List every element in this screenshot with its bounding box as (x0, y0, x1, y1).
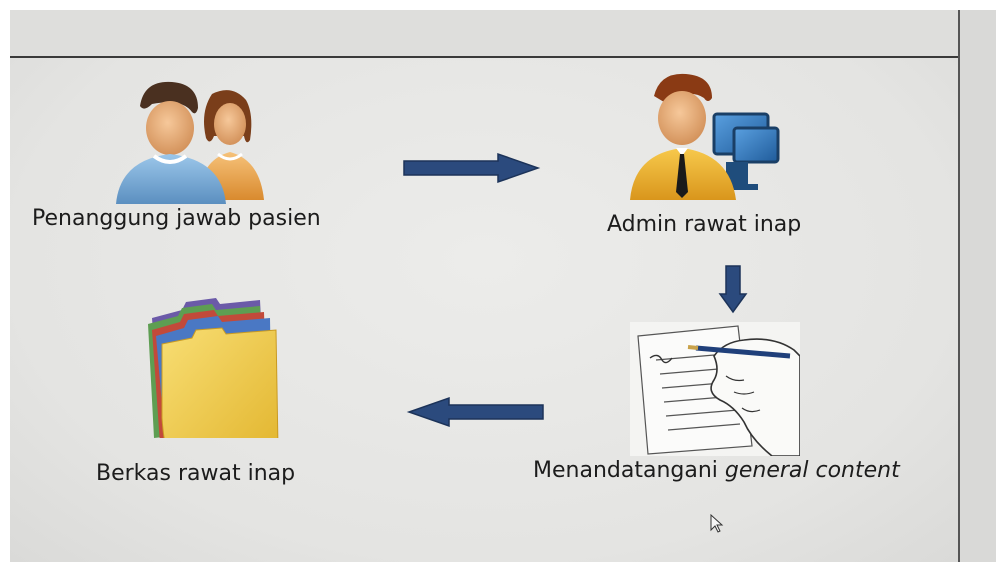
arrow-right (403, 152, 541, 184)
node-label-admin: Admin rawat inap (607, 212, 802, 237)
admin-computer-icon (630, 73, 780, 200)
signing-document-icon (630, 322, 800, 456)
arrow-down (718, 265, 748, 314)
photo-frame: Penanggung jawab pasien (10, 10, 996, 562)
node-label-guardian: Penanggung jawab pasien (32, 206, 321, 231)
node-label-sign-prefix: Menandatangani (533, 458, 725, 483)
folders-icon (148, 298, 279, 438)
arrow-left (406, 396, 544, 428)
screen-bezel (958, 10, 996, 562)
people-icon (116, 81, 264, 204)
slide: Penanggung jawab pasien (10, 58, 958, 562)
node-label-sign: Menandatangani general content (533, 458, 900, 483)
node-label-sign-italic: general content (724, 458, 900, 483)
node-label-files: Berkas rawat inap (96, 461, 296, 486)
mouse-cursor-icon (710, 514, 724, 533)
slide-top-edge (10, 10, 958, 58)
